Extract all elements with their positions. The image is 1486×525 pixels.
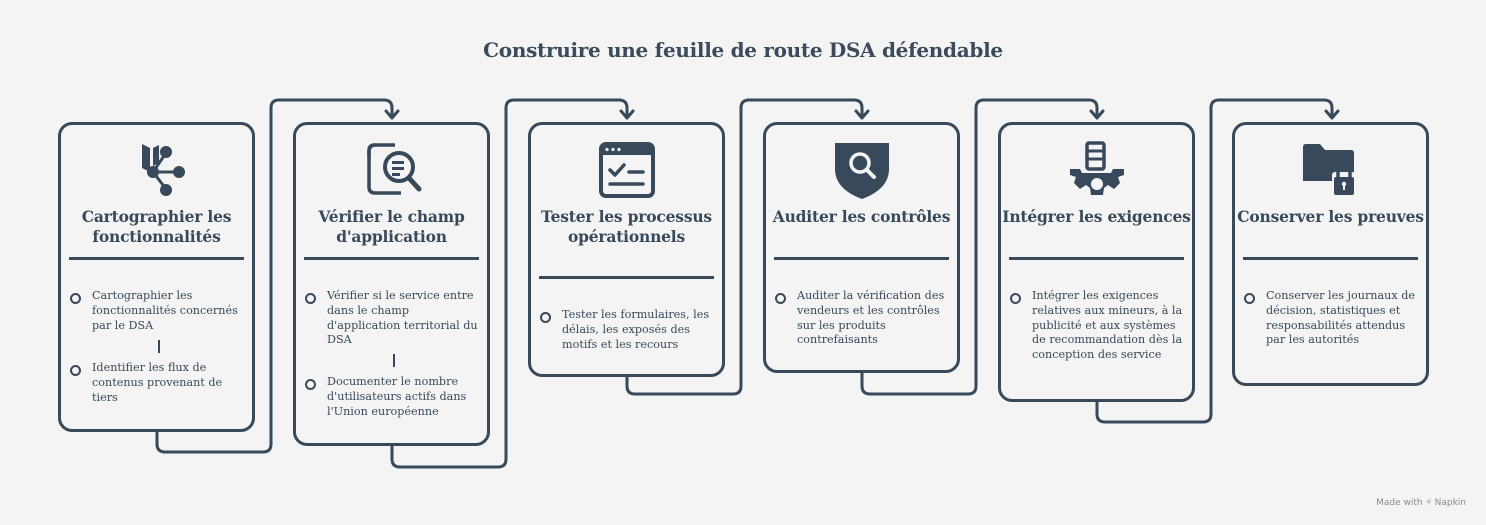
bullet-icon [70, 365, 81, 376]
checklist-window-icon [598, 142, 655, 198]
bullet-icon [1010, 293, 1021, 304]
arrowhead-2 [384, 109, 400, 120]
step-title: Vérifier le champ d'application [318, 207, 465, 246]
list-item: Vérifier si le service entre dans le cha… [305, 289, 481, 353]
arrowhead-6 [1324, 109, 1340, 120]
item-separator [158, 340, 160, 353]
divider [1243, 257, 1418, 260]
arrowhead-3 [619, 109, 635, 120]
bullet-icon [70, 293, 81, 304]
bullet-icon [305, 379, 316, 390]
step-title: Conserver les preuves [1237, 207, 1424, 226]
step-title: Intégrer les exigences [1002, 207, 1191, 226]
divider [1009, 257, 1184, 260]
connector-3-4 [625, 98, 864, 396]
list-item: Conserver les journaux de décision, stat… [1244, 289, 1420, 353]
map-network-icon [141, 144, 185, 196]
item-separator [393, 354, 395, 367]
step-title: Auditer les contrôles [772, 207, 951, 226]
bullet-icon [1244, 293, 1255, 304]
document-search-icon [366, 143, 421, 195]
locked-folder-icon [1302, 144, 1355, 195]
connector-1-2 [155, 98, 394, 454]
connector-5-6 [1095, 98, 1334, 424]
list-item: Documenter le nombre d'utilisateurs acti… [305, 375, 481, 425]
step-card-6: Conserver les preuves Conserver les jour… [1232, 122, 1429, 386]
bullet-icon [775, 293, 786, 304]
divider [774, 257, 949, 260]
connector-2-3 [390, 98, 629, 469]
gear-integration-icon [1069, 141, 1124, 195]
step-title: Tester les processus opérationnels [541, 207, 712, 246]
list-item: Tester les formulaires, les délais, les … [540, 308, 716, 358]
step-card-3: Tester les processus opérationnels Teste… [528, 122, 725, 377]
step-card-4: Auditer les contrôles Auditer la vérific… [763, 122, 960, 373]
connector-4-5 [860, 98, 1099, 396]
step-title: Cartographier les fonctionnalités [81, 207, 232, 246]
arrowhead-4 [854, 109, 870, 120]
shield-search-icon [834, 143, 889, 199]
list-item: Auditer la vérification des vendeurs et … [775, 289, 951, 353]
step-card-1: Cartographier les fonctionnalités Cartog… [58, 122, 255, 432]
divider [69, 257, 244, 260]
napkin-credit: Made with ⚡ Napkin [1376, 498, 1466, 508]
diagram-title: Construire une feuille de route DSA défe… [483, 38, 1003, 62]
bullet-icon [540, 312, 551, 323]
divider [539, 276, 714, 279]
divider [304, 257, 479, 260]
arrowhead-5 [1089, 109, 1105, 120]
bullet-icon [305, 293, 316, 304]
list-item: Intégrer les exigences relatives aux min… [1010, 289, 1186, 383]
list-item: Identifier les flux de contenus provenan… [70, 361, 246, 411]
step-card-5: Intégrer les exigences Intégrer les exig… [998, 122, 1195, 402]
list-item: Cartographier les fonctionnalités concer… [70, 289, 246, 339]
step-card-2: Vérifier le champ d'application Vérifier… [293, 122, 490, 446]
